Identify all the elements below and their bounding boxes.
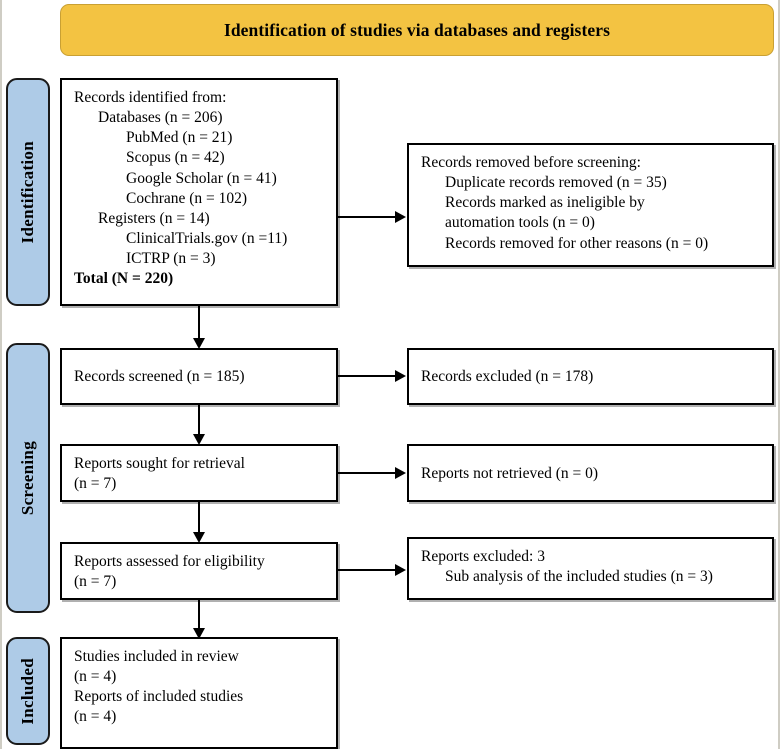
arrow-shaft bbox=[198, 306, 200, 339]
arrow-down-identified-to-screened bbox=[193, 306, 210, 350]
box-reports-assessed-for-eligibility: Reports assessed for eligibility (n = 7) bbox=[60, 542, 338, 600]
arrow-down-screened-to-sought bbox=[193, 405, 210, 446]
box-line: Studies included in review bbox=[74, 648, 239, 665]
arrow-right-sought-to-not-retrieved bbox=[338, 467, 408, 479]
box-line: Sub analysis of the included studies (n … bbox=[445, 568, 713, 586]
arrow-right-screened-to-excluded bbox=[338, 370, 408, 382]
arrow-head-right-icon bbox=[395, 467, 406, 479]
arrow-shaft bbox=[338, 375, 396, 377]
box-line: Reports sought for retrieval bbox=[74, 455, 245, 472]
box-records-screened: Records screened (n = 185) bbox=[60, 348, 338, 405]
box-line: Records removed before screening: bbox=[421, 154, 641, 171]
arrow-head-down-icon bbox=[193, 434, 205, 445]
box-line: (n = 7) bbox=[74, 573, 117, 591]
arrow-head-right-icon bbox=[395, 564, 406, 576]
box-reports-sought-for-retrieval: Reports sought for retrieval (n = 7) bbox=[60, 444, 338, 502]
box-line: PubMed (n = 21) bbox=[126, 129, 233, 147]
box-line: Registers (n = 14) bbox=[98, 209, 210, 227]
arrow-shaft bbox=[198, 502, 200, 533]
phase-tab-screening: Screening bbox=[6, 343, 50, 613]
box-line: ClinicalTrials.gov (n =11) bbox=[126, 229, 288, 247]
box-line: Duplicate records removed (n = 35) bbox=[445, 174, 667, 192]
arrow-head-right-icon bbox=[395, 370, 406, 382]
arrow-down-assessed-to-included bbox=[193, 600, 210, 640]
box-line: Databases (n = 206) bbox=[98, 109, 223, 127]
box-line: Records excluded (n = 178) bbox=[421, 368, 594, 386]
box-line: (n = 4) bbox=[74, 708, 117, 726]
phase-tab-included: Included bbox=[6, 637, 50, 745]
box-studies-included-in-review: Studies included in review (n = 4) Repor… bbox=[60, 637, 338, 749]
arrow-head-down-icon bbox=[193, 338, 205, 349]
box-line: Reports of included studies bbox=[74, 688, 244, 706]
arrow-shaft bbox=[198, 600, 200, 629]
box-line: Records marked as ineligible by bbox=[445, 194, 645, 212]
box-line: Google Scholar (n = 41) bbox=[126, 169, 277, 187]
box-line: automation tools (n = 0) bbox=[445, 214, 595, 232]
box-line: Cochrane (n = 102) bbox=[126, 189, 248, 207]
header-banner: Identification of studies via databases … bbox=[60, 4, 774, 56]
box-line: Records removed for other reasons (n = 0… bbox=[445, 234, 709, 252]
box-line: Reports assessed for eligibility bbox=[74, 553, 265, 570]
box-records-identified: Records identified from: Databases (n = … bbox=[60, 78, 338, 306]
phase-label-identification: Identification bbox=[18, 140, 37, 244]
arrow-shaft bbox=[338, 472, 396, 474]
arrow-shaft bbox=[198, 405, 200, 435]
box-records-excluded: Records excluded (n = 178) bbox=[407, 348, 774, 405]
box-line: Scopus (n = 42) bbox=[126, 149, 225, 167]
arrow-head-right-icon bbox=[395, 211, 406, 223]
box-reports-not-retrieved: Reports not retrieved (n = 0) bbox=[407, 444, 774, 502]
phase-label-included: Included bbox=[18, 657, 37, 725]
box-reports-excluded: Reports excluded: 3 Sub analysis of the … bbox=[407, 537, 774, 600]
box-line: Reports excluded: 3 bbox=[421, 548, 545, 565]
box-line-total: Total (N = 220) bbox=[74, 270, 174, 288]
arrow-right-assessed-to-reports-excluded bbox=[338, 564, 408, 576]
box-line: Records identified from: bbox=[74, 89, 227, 106]
arrow-shaft bbox=[338, 569, 396, 571]
phase-tab-identification: Identification bbox=[6, 78, 50, 306]
box-line: Reports not retrieved (n = 0) bbox=[421, 464, 599, 482]
arrow-head-down-icon bbox=[193, 532, 205, 543]
box-line: (n = 4) bbox=[74, 668, 117, 686]
header-title: Identification of studies via databases … bbox=[223, 19, 611, 40]
arrow-right-identified-to-removed bbox=[338, 211, 408, 223]
arrow-head-down-icon bbox=[193, 628, 205, 639]
box-line: ICTRP (n = 3) bbox=[126, 250, 216, 268]
arrow-shaft bbox=[338, 216, 396, 218]
phase-label-screening: Screening bbox=[18, 440, 37, 516]
box-line: Records screened (n = 185) bbox=[74, 368, 245, 386]
arrow-down-sought-to-assessed bbox=[193, 502, 210, 544]
box-records-removed: Records removed before screening: Duplic… bbox=[407, 143, 774, 267]
box-line: (n = 7) bbox=[74, 475, 117, 493]
